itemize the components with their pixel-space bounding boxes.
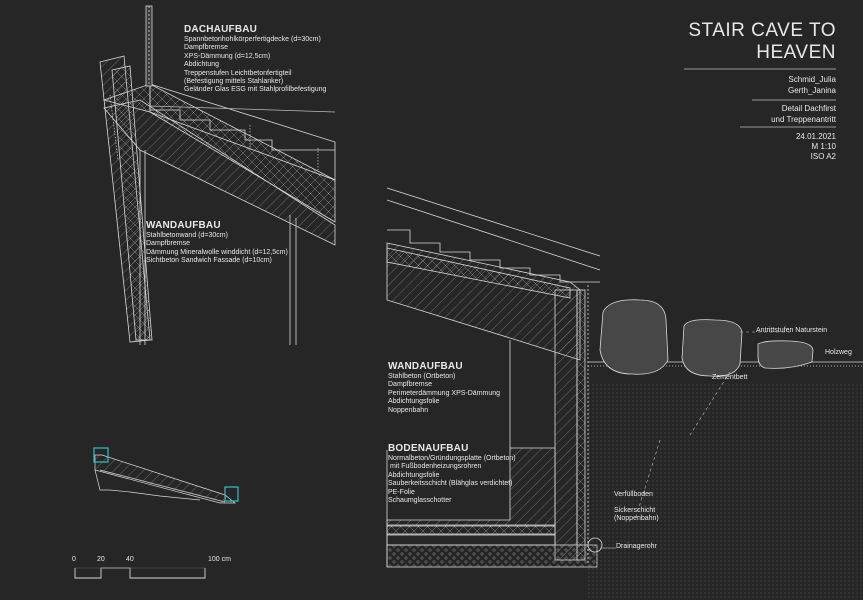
boden-item: PE-Folie <box>388 488 415 496</box>
title-block-rules <box>684 68 836 128</box>
wand1-item: Sichtbeton Sandwich Fassade (d=10cm) <box>146 257 272 265</box>
roof-ridge-detail <box>99 5 336 345</box>
sheet-format: ISO A2 <box>810 152 836 161</box>
scale-label-100: 100 cm <box>208 556 231 563</box>
author-1: Schmid_Julia <box>788 75 836 84</box>
label-sicker-sub: (Noppenbahn) <box>614 515 659 522</box>
wand1-item: Dämmung Mineralwolle winddicht (d=12,5cm… <box>146 248 288 256</box>
scale-label-40: 40 <box>126 556 134 563</box>
insulation-wall <box>111 65 153 341</box>
boden-item: Schaumglasschotter <box>388 497 452 505</box>
wand1-item: Dampfbremse <box>146 240 190 248</box>
natural-stone-1 <box>599 299 669 375</box>
wand2-heading: WANDAUFBAU <box>388 361 463 372</box>
label-sicker: Sickerschicht <box>614 507 656 514</box>
label-verfuell: Verfüllboden <box>614 491 653 498</box>
dach-heading: DACHAUFBAU <box>184 24 258 35</box>
label-zementbett: Zementbett <box>712 374 748 381</box>
stair-foot-detail <box>386 187 863 600</box>
basement-wall <box>554 289 578 561</box>
scale-label-0: 0 <box>72 556 76 563</box>
lower-stairs <box>387 229 600 283</box>
ground-fill <box>588 382 863 600</box>
detail-line-1: Detail Dachfirst <box>781 104 836 113</box>
boden-item: Abdichtungsfolie <box>388 471 440 479</box>
dach-item: Spannbetonhohlkörperfertigdecke (d=30cm) <box>184 36 321 43</box>
sheet-scale: M 1:10 <box>811 142 836 151</box>
dach-item: XPS-Dämmung (d=12,5cm) <box>184 52 271 60</box>
dach-item: Treppenstufen Leichtbetonfertigteil <box>184 69 292 77</box>
wand1-heading: WANDAUFBAU <box>146 220 221 231</box>
drainage-pipe <box>587 537 603 553</box>
boden-list: Normalbeton/Gründungsplatte (Ortbeton) m… <box>388 455 516 505</box>
wand2-item: Abdichtungsfolie <box>388 398 440 406</box>
wand2-list: Stahlbeton (Ortbeton) Dampfbremse Perime… <box>388 373 500 415</box>
sheet-date: 24.01.2021 <box>795 132 836 141</box>
wand2-item: Stahlbeton (Ortbeton) <box>388 373 456 380</box>
roof-slab <box>102 83 336 223</box>
boden-item: mit Fußbodenheizungsrohren <box>388 463 482 471</box>
foam-glass-gravel <box>386 544 598 568</box>
scale-bar <box>74 567 206 579</box>
dach-item: Abdichtung <box>184 61 220 69</box>
wand1-item: Stahlbetonwand (d=30cm) <box>146 232 228 239</box>
overview-marker-top <box>93 447 109 463</box>
natural-stone-2 <box>681 319 743 377</box>
upper-roof-edge <box>386 187 601 257</box>
detail-line-2: und Treppenantritt <box>771 115 836 124</box>
scale-label-20: 20 <box>97 556 105 563</box>
boden-heading: BODENAUFBAU <box>388 443 469 454</box>
wand1-list: Stahlbetonwand (d=30cm) Dampfbremse Dämm… <box>146 232 288 266</box>
project-title: STAIR CAVE TO HEAVEN <box>688 20 836 63</box>
natural-stone-3 <box>757 340 814 369</box>
dach-item: Geländer Glas ESG mit Stahlprofilbefesti… <box>184 86 327 94</box>
dach-item: Dampfbremse <box>184 44 228 52</box>
author-2: Gerth_Janina <box>787 86 836 95</box>
dach-item: (Befestigung mittels Stahlanker) <box>184 78 284 86</box>
boden-item: Normalbeton/Gründungsplatte (Ortbeton) <box>388 455 516 462</box>
overview-marker-bottom <box>224 486 239 502</box>
label-holzweg: Holzweg <box>825 349 852 356</box>
wand2-item: Dampfbremse <box>388 381 432 389</box>
dach-list: Spannbetonhohlkörperfertigdecke (d=30cm)… <box>184 36 326 95</box>
wand2-item: Noppenbahn <box>388 406 429 414</box>
roof-stairs <box>149 84 335 151</box>
wand2-item: Perimeterdämmung XPS-Dämmung <box>388 389 501 397</box>
label-drainage: Drainagerohr <box>616 543 657 550</box>
overview-section <box>93 447 239 504</box>
boden-item: Sauberkeitsschicht (Blähglas verdichtet) <box>388 480 513 488</box>
label-antritt: Antrittstufen Naturstein <box>756 327 828 334</box>
